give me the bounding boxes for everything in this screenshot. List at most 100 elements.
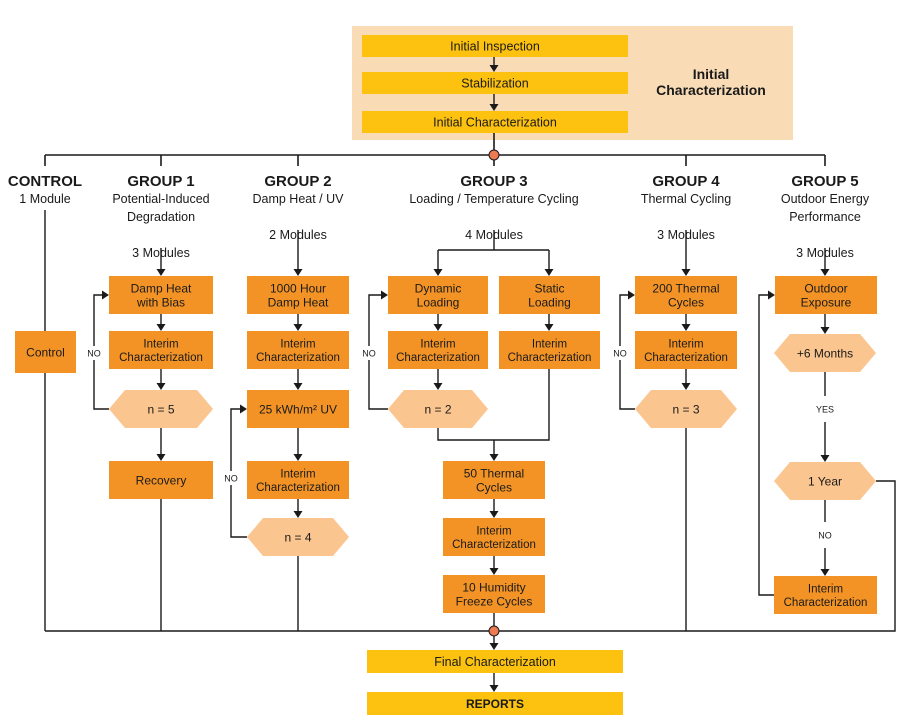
g1-no-label: NO bbox=[87, 349, 101, 359]
arrowhead bbox=[628, 290, 635, 300]
g2-decision-hexagon-label: n = 4 bbox=[284, 530, 311, 544]
g2-interim-1-box bbox=[247, 331, 349, 369]
arrowhead bbox=[293, 454, 303, 461]
arrowhead bbox=[433, 383, 443, 390]
g5-yes-label-bg bbox=[814, 402, 836, 416]
column-subheading: Damp Heat / UV bbox=[252, 192, 344, 206]
arrowhead bbox=[489, 104, 499, 111]
g2-no-label-bg bbox=[220, 471, 242, 485]
arrowhead bbox=[156, 383, 166, 390]
column-heading: GROUP 2 bbox=[264, 173, 331, 190]
g4-interim-box-label: Characterization bbox=[644, 352, 728, 364]
g4-thermal-cycles-box-label: Cycles bbox=[668, 295, 704, 309]
g3-interim-static-box bbox=[499, 331, 600, 369]
g3-dynamic-loading-box bbox=[388, 276, 488, 314]
g3-no-label: NO bbox=[362, 349, 376, 359]
g1-recovery-box-label: Recovery bbox=[136, 473, 187, 487]
column-heading: CONTROL bbox=[8, 173, 82, 190]
column-subheading: Potential-Induced bbox=[112, 192, 209, 206]
g4-no-label: NO bbox=[613, 349, 627, 359]
g4-interim-box bbox=[635, 331, 737, 369]
arrowhead bbox=[768, 290, 775, 300]
column-subheading: Degradation bbox=[127, 210, 195, 224]
g3-humidity-freeze-box-label: 10 Humidity bbox=[462, 580, 525, 594]
column-subheading: Outdoor Energy bbox=[781, 192, 870, 206]
column-subheading: Thermal Cycling bbox=[641, 192, 731, 206]
g3-merge-left bbox=[437, 428, 494, 441]
arrowhead bbox=[156, 269, 166, 276]
initial-step-1-label: Initial Inspection bbox=[450, 40, 540, 54]
g5-one-year-hexagon bbox=[774, 462, 876, 500]
g3-decision-hexagon-label: n = 2 bbox=[424, 402, 451, 416]
g2-uv-box bbox=[247, 390, 349, 428]
g2-interim-1-box-label: Characterization bbox=[256, 352, 340, 364]
arrowhead bbox=[433, 269, 443, 276]
arrowhead bbox=[102, 290, 109, 300]
arrowhead bbox=[820, 269, 830, 276]
arrowhead bbox=[381, 290, 388, 300]
g1-recovery-box bbox=[109, 461, 213, 499]
g2-decision-hexagon bbox=[247, 518, 349, 556]
g5-no-label: NO bbox=[818, 531, 832, 541]
g5-one-year-hexagon-label: 1 Year bbox=[808, 474, 842, 488]
g5-interim-box-label: Interim bbox=[808, 583, 843, 595]
g3-dynamic-loading-box-label: Dynamic bbox=[415, 281, 462, 295]
g3-interim-dynamic-box bbox=[388, 331, 488, 369]
initial-panel-title: Initial bbox=[693, 66, 730, 82]
column-heading: GROUP 1 bbox=[127, 173, 194, 190]
control-box-label: Control bbox=[26, 345, 65, 359]
arrowhead bbox=[433, 324, 443, 331]
g1-decision-hexagon bbox=[109, 390, 213, 428]
g4-interim-box-label: Interim bbox=[668, 338, 703, 350]
arrowhead bbox=[293, 511, 303, 518]
arrowhead bbox=[489, 454, 499, 461]
g2-no-label: NO bbox=[224, 474, 238, 484]
initial-step-3-label: Initial Characterization bbox=[433, 116, 557, 130]
g3-dynamic-loading-box-label: Loading bbox=[417, 295, 460, 309]
column-subheading: Performance bbox=[789, 210, 861, 224]
g3-thermal-cycles-box-label: Cycles bbox=[476, 480, 512, 494]
arrowhead bbox=[820, 455, 830, 462]
g3-no-label-bg bbox=[358, 346, 380, 360]
g3-interim-dynamic-box-label: Interim bbox=[420, 338, 455, 350]
initial-step-2-label: Stabilization bbox=[461, 77, 528, 91]
arrowhead bbox=[820, 327, 830, 334]
initial-step-1 bbox=[362, 35, 628, 57]
arrowhead bbox=[489, 685, 499, 692]
g3-humidity-freeze-box bbox=[443, 575, 545, 613]
arrowhead bbox=[489, 65, 499, 72]
column-heading: GROUP 5 bbox=[791, 173, 858, 190]
bottom-junction-node bbox=[488, 625, 500, 637]
top-junction-node bbox=[488, 149, 500, 161]
g5-outdoor-exposure-box-label: Exposure bbox=[801, 295, 852, 309]
arrowhead bbox=[293, 269, 303, 276]
g3-interim-final-box-label: Characterization bbox=[452, 539, 536, 551]
arrowhead bbox=[240, 404, 247, 414]
g2-damp-heat-box-label: Damp Heat bbox=[268, 295, 329, 309]
arrowhead bbox=[544, 269, 554, 276]
g3-merge-right bbox=[494, 369, 550, 441]
g5-loop-line bbox=[758, 294, 774, 596]
g5-outdoor-exposure-box bbox=[775, 276, 877, 314]
g5-interim-box-label: Characterization bbox=[784, 597, 868, 609]
g3-static-loading-box-label: Loading bbox=[528, 295, 571, 309]
g1-interim-box bbox=[109, 331, 213, 369]
arrowhead bbox=[489, 511, 499, 518]
g3-interim-static-box-label: Characterization bbox=[508, 352, 592, 364]
initial-step-3 bbox=[362, 111, 628, 133]
g2-interim-2-box-label: Characterization bbox=[256, 482, 340, 494]
g5-one-year-exit-line bbox=[825, 480, 896, 632]
g2-uv-box-label: 25 kWh/m² UV bbox=[259, 402, 337, 416]
g4-decision-hexagon-label: n = 3 bbox=[672, 402, 699, 416]
initial-step-2 bbox=[362, 72, 628, 94]
g4-thermal-cycles-box-label: 200 Thermal bbox=[652, 281, 719, 295]
g3-thermal-cycles-box bbox=[443, 461, 545, 499]
arrowhead bbox=[156, 454, 166, 461]
g3-decision-hexagon bbox=[388, 390, 488, 428]
arrowhead bbox=[489, 568, 499, 575]
g1-interim-box-label: Characterization bbox=[119, 352, 203, 364]
g3-static-loading-box-label: Static bbox=[534, 281, 564, 295]
arrowhead bbox=[293, 383, 303, 390]
g4-no-label-bg bbox=[609, 346, 631, 360]
g5-interim-box bbox=[774, 576, 877, 614]
